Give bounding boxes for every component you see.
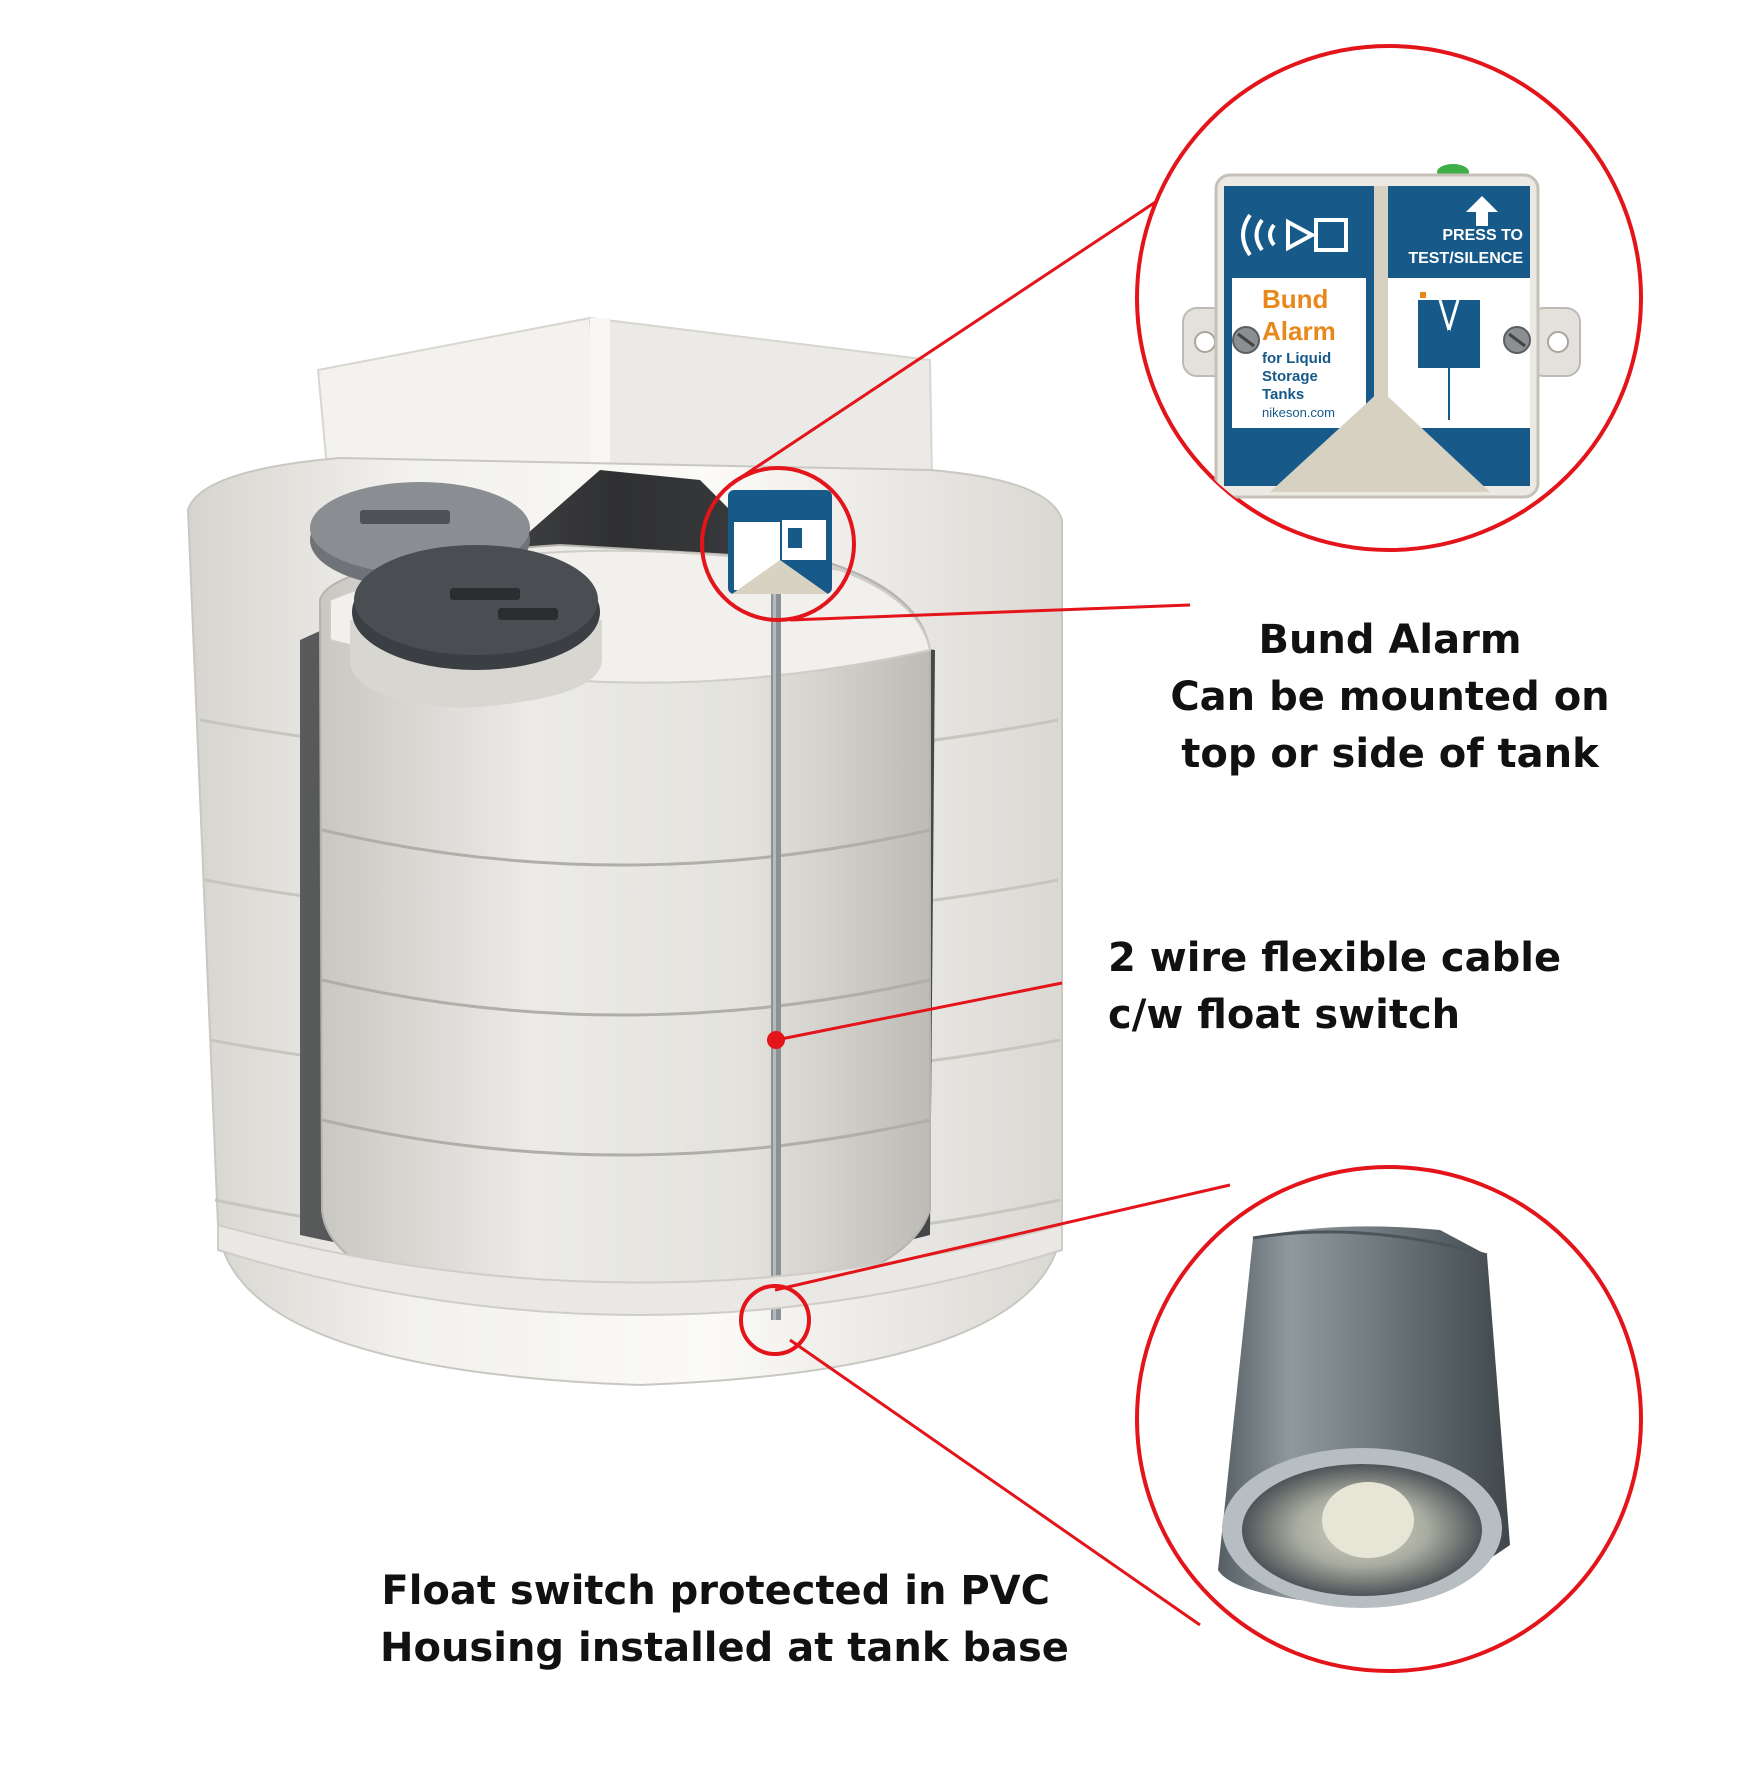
bund-alarm-small [728, 490, 832, 594]
mount-hole-right [1547, 331, 1569, 353]
label-title-line2: Alarm [1262, 316, 1336, 346]
cable-callout-caption: 2 wire flexible cable c/w float switch [1108, 930, 1561, 1044]
alarm-center-divider [1374, 186, 1388, 406]
label-sub-line3: Tanks [1262, 386, 1304, 403]
tank-top-rib [588, 316, 934, 482]
cable-point-dot [767, 1031, 785, 1049]
alarm-caption-line2: Can be mounted on [1170, 674, 1610, 720]
pvc-housing-top-edge [1252, 1230, 1488, 1257]
speaker-icon [1286, 218, 1348, 252]
tank [186, 316, 1063, 1387]
label-sub-line1: for Liquid [1262, 350, 1331, 367]
alarm-caption-line1: Bund Alarm [1258, 617, 1522, 663]
alarm-zoom-circle: Bund Alarm for Liquid Storage Tanks nike… [1135, 44, 1643, 552]
tank-lid-front [350, 545, 602, 708]
tank-top-post [590, 318, 610, 478]
float-cable-highlight [773, 585, 776, 1320]
screw-left [1232, 326, 1260, 354]
label-website: nikeson.com [1262, 405, 1335, 420]
inner-tank-rings [321, 828, 931, 1157]
up-arrow-icon [1466, 196, 1498, 226]
alarm-callout-caption: Bund Alarm Can be mounted on top or side… [1160, 612, 1620, 783]
label-press-line2: TEST/SILENCE [1408, 250, 1523, 267]
tank-base-rim [217, 1223, 1063, 1316]
float-zoom-circle [1135, 1165, 1643, 1673]
alarm-highlight-ring [700, 466, 856, 622]
sound-waves-icon [1241, 213, 1276, 257]
label-press-line1: PRESS TO [1442, 227, 1523, 244]
float-switch [1322, 1482, 1414, 1558]
cable-caption-line2: c/w float switch [1108, 992, 1461, 1038]
float-sensor-icon [1418, 292, 1480, 420]
label-sub-line2: Storage [1262, 368, 1318, 385]
float-caption-line1: Float switch protected in PVC [381, 1568, 1050, 1614]
float-caption-line2: Housing installed at tank base [380, 1625, 1069, 1671]
label-title-line1: Bund [1262, 284, 1328, 314]
mount-hole-left [1194, 331, 1216, 353]
cable-caption-line1: 2 wire flexible cable [1108, 935, 1562, 981]
alarm-left-white [1232, 278, 1366, 428]
screw-right [1503, 326, 1531, 354]
float-callout-caption: Float switch protected in PVC Housing in… [380, 1563, 1069, 1677]
alarm-caption-line3: top or side of tank [1181, 731, 1599, 777]
alarm-center-triangle [1270, 390, 1490, 492]
float-highlight-ring [739, 1284, 811, 1356]
